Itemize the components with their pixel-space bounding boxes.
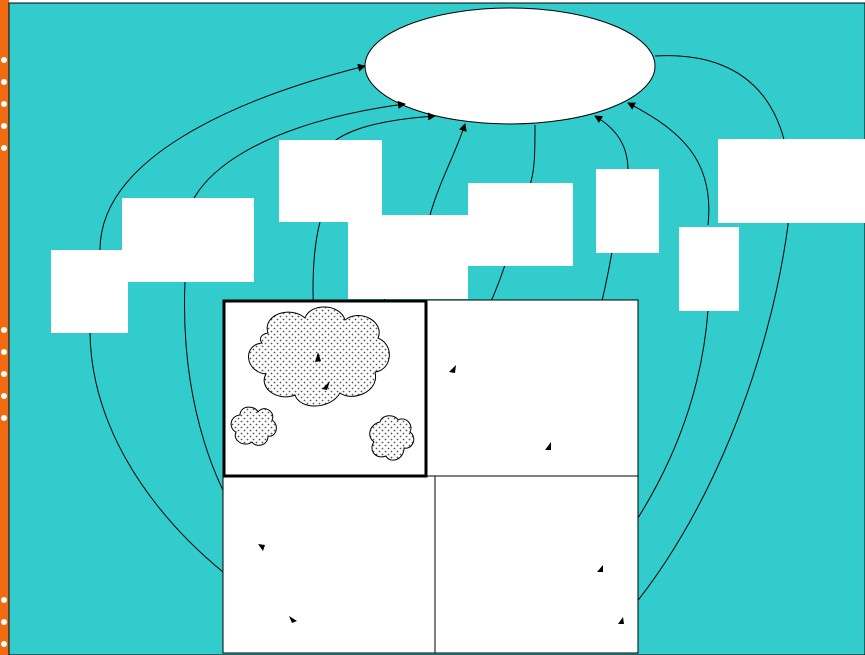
strip-dot (1, 415, 7, 421)
strip-dot (1, 641, 7, 647)
box-narrow-low (679, 227, 739, 311)
strip-dot (1, 145, 7, 151)
box-center (348, 215, 468, 299)
strip-dot (1, 101, 7, 107)
panel-bottom-right (435, 476, 638, 653)
strip-dot (1, 123, 7, 129)
strip-dot (1, 597, 7, 603)
box-center-right (468, 183, 573, 266)
box-upper-mid (279, 140, 382, 222)
strip-dot (1, 349, 7, 355)
panel-grid (223, 300, 638, 653)
panel-bottom-left (223, 476, 435, 653)
strip-dot (1, 393, 7, 399)
box-far-left (51, 250, 128, 333)
hub-ellipse (365, 8, 655, 124)
box-narrow (596, 169, 659, 253)
strip-dot (1, 57, 7, 63)
box-left (122, 198, 254, 282)
panel-top-right (426, 300, 638, 476)
strip-dot (1, 619, 7, 625)
strip-dot (1, 371, 7, 377)
box-far-right (718, 139, 865, 223)
strip-dot (1, 327, 7, 333)
strip-dot (1, 79, 7, 85)
